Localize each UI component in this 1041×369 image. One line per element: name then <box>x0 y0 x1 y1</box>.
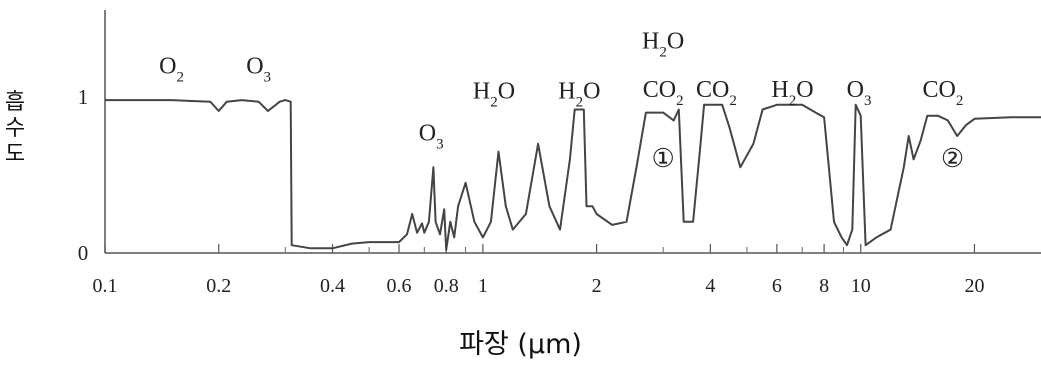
y-axis-label-char: 수 <box>4 116 26 141</box>
molecule-label-o3-vis: O3 <box>419 121 444 153</box>
molecule-label-h2o-4: H2O <box>771 77 813 109</box>
y-axis-label-char: 도 <box>4 142 26 167</box>
molecule-label-o2: O2 <box>159 54 184 86</box>
region-marker: ① <box>651 144 674 173</box>
x-tick-label: 8 <box>819 275 829 297</box>
molecule-label-co2-3: CO2 <box>922 77 963 109</box>
molecule-label-o3-ir: O3 <box>847 77 872 109</box>
molecule-label-co2-1: CO2 <box>643 77 684 109</box>
x-ticks: 0.1 0.2 0.4 0.6 0.8 1 2 4 6 8 10 20 <box>93 244 984 297</box>
x-tick-label: 1 <box>478 275 488 297</box>
x-tick-label: 0.2 <box>206 275 231 297</box>
x-tick-label: 4 <box>705 275 715 297</box>
axes <box>104 10 1041 254</box>
absorption-curve <box>105 99 1041 251</box>
y-tick-label: 0 <box>78 241 89 265</box>
x-tick-label: 0.6 <box>387 275 412 297</box>
molecule-label-h2o-2: H2O <box>558 79 600 111</box>
x-axis-label: 파장 (μm) <box>459 329 582 360</box>
x-tick-label: 0.4 <box>320 275 345 297</box>
x-tick-label: 2 <box>592 275 602 297</box>
x-tick-label: 20 <box>964 275 984 297</box>
molecule-label-co2-2: CO2 <box>696 77 737 109</box>
y-tick-labels: 01 <box>78 85 89 265</box>
y-axis-label-char: 흡 <box>4 90 26 115</box>
series-group <box>105 99 1041 251</box>
region-marker: ② <box>941 144 964 173</box>
x-tick-label: 0.8 <box>434 275 459 297</box>
molecule-label-h2o-3: H2O <box>642 29 684 61</box>
x-tick-label: 6 <box>772 275 782 297</box>
x-tick-label: 10 <box>851 275 871 297</box>
x-tick-label: 0.1 <box>93 275 118 297</box>
molecule-label-o3-uv: O3 <box>246 54 271 86</box>
molecule-label-h2o-1: H2O <box>473 79 515 111</box>
y-tick-label: 1 <box>78 85 89 109</box>
